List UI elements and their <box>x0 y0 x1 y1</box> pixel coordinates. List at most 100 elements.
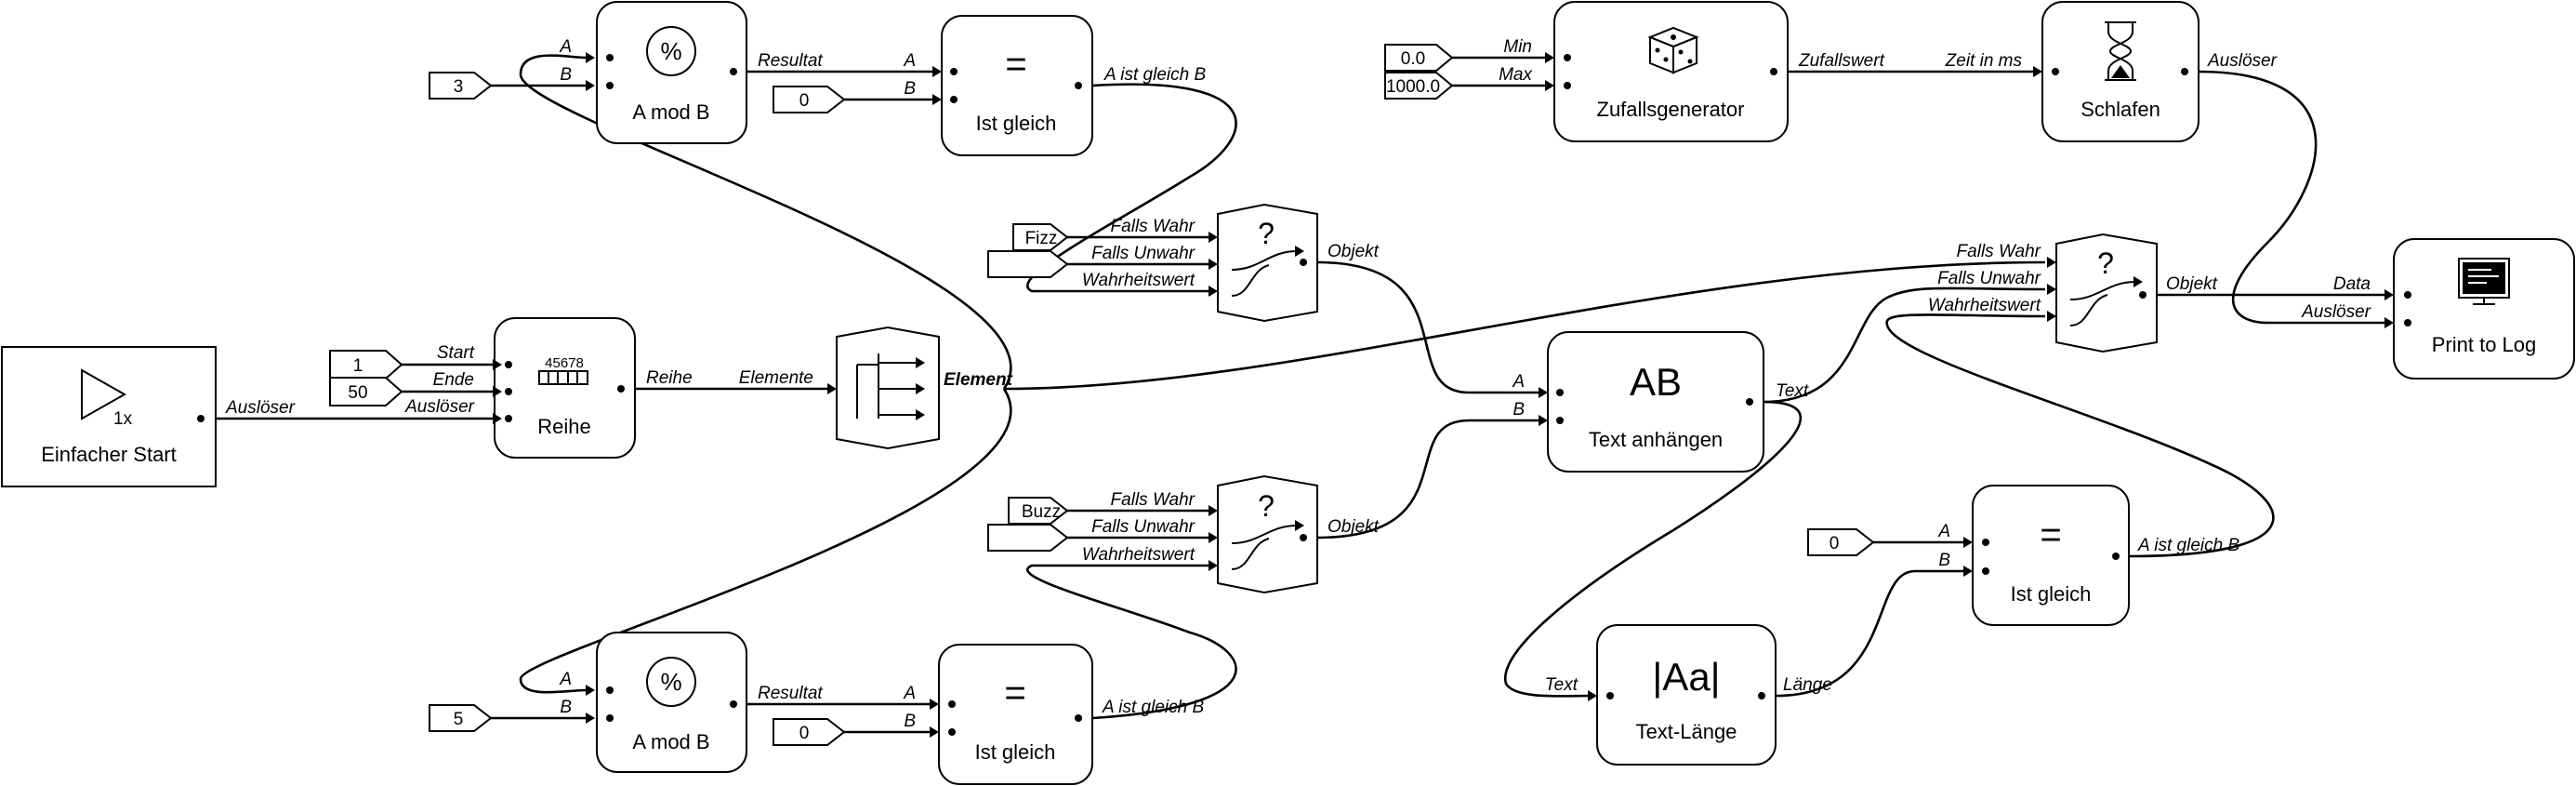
svg-text:A: A <box>559 670 572 689</box>
wire-sleep-to-log <box>2198 70 2384 325</box>
const-fizz[interactable]: Fizz <box>1012 223 1069 251</box>
play-once-icon: 1x <box>81 368 133 429</box>
svg-text:Falls Wahr: Falls Wahr <box>1957 242 2041 261</box>
svg-text:A: A <box>903 684 916 703</box>
svg-text:3: 3 <box>454 77 464 97</box>
const-eq2-b[interactable]: 0 <box>773 718 846 746</box>
svg-text:Min: Min <box>1503 37 1532 57</box>
percent-icon: % <box>646 26 696 76</box>
node-auswahl-2[interactable]: ? Falls Wahr Falls Unwahr Wahrheitswert … <box>1082 474 1380 594</box>
svg-text:Print to Log: Print to Log <box>2432 333 2537 356</box>
svg-text:Fizz: Fizz <box>1025 229 1058 248</box>
svg-text:0: 0 <box>1830 534 1840 553</box>
svg-text:Falls Unwahr: Falls Unwahr <box>1091 517 1196 537</box>
const-rand-min[interactable]: 0.0 <box>1384 44 1454 72</box>
svg-text:%: % <box>660 37 681 65</box>
equals-icon: = <box>2040 514 2061 555</box>
node-schlafen[interactable]: Schlafen Zeit in ms Auslöser <box>1945 1 2278 142</box>
svg-text:%: % <box>660 668 681 696</box>
wires <box>216 54 2384 734</box>
svg-text:5: 5 <box>454 710 464 729</box>
svg-text:Resultat: Resultat <box>758 684 823 703</box>
const-rand-max[interactable]: 1000.0 <box>1384 72 1454 100</box>
svg-text:Falls Wahr: Falls Wahr <box>1111 490 1196 510</box>
hourglass-icon <box>2105 21 2136 81</box>
node-for-each[interactable]: Elemente Element <box>739 326 1013 450</box>
svg-text:1000.0: 1000.0 <box>1386 77 1440 97</box>
const-reihe-start[interactable]: 1 <box>329 350 403 380</box>
node-print-to-log[interactable]: Print to Log Data Auslöser <box>2301 238 2575 380</box>
wire-sel1-to-append <box>1316 260 1546 394</box>
svg-text:Ist gleich: Ist gleich <box>975 740 1056 764</box>
node-einfacher-start[interactable]: 1x Einfacher Start Auslöser <box>1 346 296 487</box>
node-ist-gleich-2[interactable]: = Ist gleich A B A ist gleich B <box>903 644 1204 785</box>
svg-text:Text: Text <box>1776 381 1809 401</box>
node-title: Reihe <box>537 415 590 438</box>
svg-text:A: A <box>903 51 916 71</box>
svg-text:Element: Element <box>944 370 1013 390</box>
svg-text:B: B <box>560 65 572 85</box>
const-empty-2[interactable] <box>987 524 1069 552</box>
const-mod1-b[interactable]: 3 <box>429 72 493 100</box>
wire-element-to-sel3 <box>1003 260 2046 391</box>
svg-text:Falls Unwahr: Falls Unwahr <box>1937 269 2041 288</box>
node-ist-gleich-3[interactable]: = Ist gleich A B A ist gleich B <box>1937 485 2239 626</box>
svg-text:B: B <box>904 712 916 731</box>
const-eq3-a[interactable]: 0 <box>1807 528 1875 556</box>
node-zufallsgenerator[interactable]: Zufallsgenerator Min Max Zufallswert <box>1499 1 1885 142</box>
const-eq1-b[interactable]: 0 <box>773 86 846 113</box>
svg-text:Auslöser: Auslöser <box>2301 302 2371 322</box>
wire-append-to-len <box>1503 400 1803 698</box>
svg-text:A ist gleich B: A ist gleich B <box>2137 536 2239 555</box>
node-text-laenge[interactable]: |Aa| Text-Länge Text Länge <box>1545 624 1832 766</box>
svg-text:0.0: 0.0 <box>1401 49 1425 69</box>
const-empty-1[interactable] <box>987 250 1069 278</box>
svg-text:?: ? <box>1258 217 1275 250</box>
svg-text:Objekt: Objekt <box>2166 274 2218 294</box>
svg-text:Objekt: Objekt <box>1328 517 1380 537</box>
node-mod-a-b-2[interactable]: % A mod B A B Resultat <box>559 632 823 773</box>
const-buzz[interactable]: Buzz <box>1008 497 1069 525</box>
equals-icon: = <box>1005 44 1026 85</box>
svg-text:Text: Text <box>1545 675 1579 695</box>
svg-text:1: 1 <box>353 356 363 376</box>
svg-text:Buzz: Buzz <box>1022 502 1061 522</box>
monitor-icon <box>2458 258 2510 305</box>
node-text-anhaengen[interactable]: AB Text anhängen A B Text <box>1512 331 1809 473</box>
svg-text:Falls Unwahr: Falls Unwahr <box>1091 244 1196 263</box>
node-auswahl-3[interactable]: ? Falls Wahr Falls Unwahr Wahrheitswert … <box>1928 233 2218 353</box>
svg-text:Auslöser: Auslöser <box>404 397 475 417</box>
svg-text:?: ? <box>1258 489 1275 523</box>
svg-text:A: A <box>559 37 572 57</box>
svg-text:A ist gleich B: A ist gleich B <box>1103 65 1206 85</box>
equals-icon: = <box>1004 673 1025 713</box>
wire-eq2-to-sel2 <box>1026 564 1237 720</box>
svg-text:Ist gleich: Ist gleich <box>976 112 1057 135</box>
svg-text:A mod B: A mod B <box>632 100 709 124</box>
svg-text:Reihe: Reihe <box>646 368 693 388</box>
svg-text:Objekt: Objekt <box>1328 242 1380 261</box>
node-ist-gleich-1[interactable]: = Ist gleich A B A ist gleich B <box>903 15 1206 156</box>
const-reihe-ende[interactable]: 50 <box>329 377 403 406</box>
dice-icon <box>1647 26 1699 74</box>
branch-question-icon: ? <box>1231 489 1304 570</box>
svg-text:Zufallsgenerator: Zufallsgenerator <box>1597 98 1745 121</box>
svg-text:Text anhängen: Text anhängen <box>1589 428 1723 451</box>
node-title: Einfacher Start <box>41 443 177 466</box>
svg-text:B: B <box>560 698 572 717</box>
node-mod-a-b-1[interactable]: % A mod B A B Resultat <box>559 1 823 144</box>
wire-element-to-mod2 <box>519 388 1012 694</box>
node-reihe[interactable]: 45678 Reihe Start Ende Auslöser Reihe <box>404 317 693 459</box>
svg-text:A ist gleich B: A ist gleich B <box>1102 698 1204 717</box>
const-mod2-b[interactable]: 5 <box>429 704 493 732</box>
svg-text:Wahrheitswert: Wahrheitswert <box>1082 545 1196 565</box>
svg-text:A: A <box>1512 372 1525 392</box>
svg-text:Elemente: Elemente <box>739 368 813 388</box>
split-icon <box>856 353 925 420</box>
svg-text:Wahrheitswert: Wahrheitswert <box>1928 296 2041 315</box>
range-icon: 45678 <box>538 355 588 385</box>
node-auswahl-1[interactable]: ? Falls Wahr Falls Unwahr Wahrheitswert … <box>1082 203 1380 323</box>
svg-text:?: ? <box>2097 246 2114 280</box>
svg-text:Data: Data <box>2333 274 2371 294</box>
